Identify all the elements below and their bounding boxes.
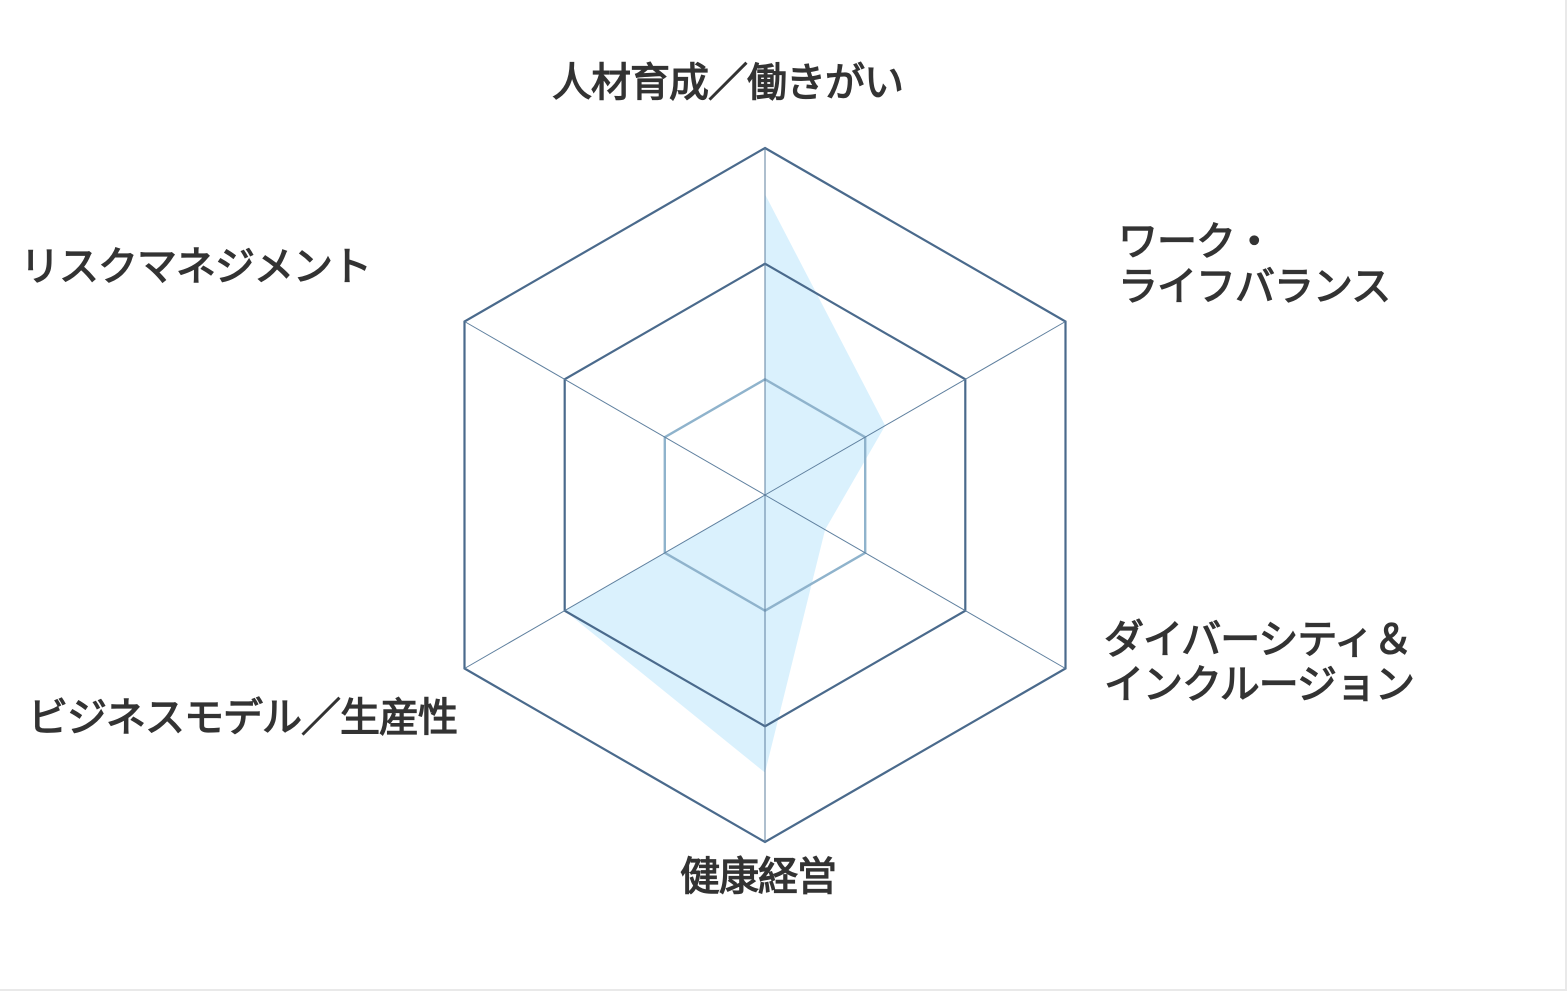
axis-spoke-1	[764, 321, 1066, 496]
axis-label-health-management: 健康経営	[680, 854, 837, 900]
axis-spoke-4	[464, 494, 766, 669]
series-layer	[564, 193, 886, 774]
axis-label-risk-management: リスクマネジメント	[20, 244, 372, 290]
axis-label-business-model-productivity: ビジネスモデル／生産性	[28, 695, 458, 741]
axis-label-human-resources: 人材育成／働きがい	[552, 60, 904, 106]
axis-spoke-5	[464, 321, 766, 496]
axis-spoke-2	[764, 494, 1066, 669]
grid-layer	[463, 146, 1067, 844]
axis-label-diversity-inclusion: ダイバーシティ＆ インクルージョン	[1104, 617, 1415, 708]
series-area-0	[564, 194, 886, 773]
axis-label-work-life-balance: ワーク・ ライフバランス	[1118, 219, 1391, 310]
